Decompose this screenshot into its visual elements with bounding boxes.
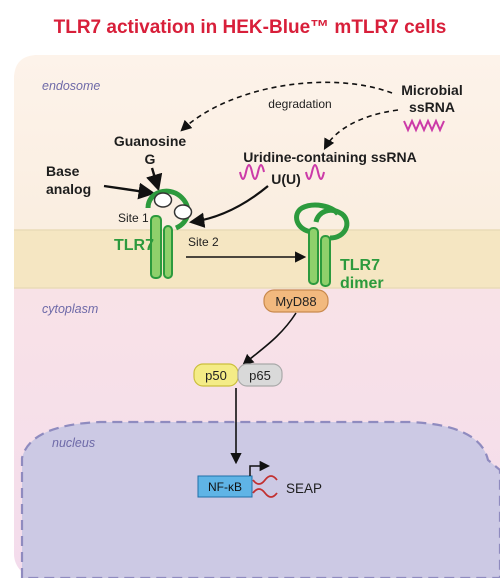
- nfkb-promoter: [197, 475, 253, 498]
- p65-node: [237, 363, 283, 387]
- dna-helix: [252, 475, 278, 498]
- endosome-region: [14, 55, 500, 284]
- dimer-horseshoe-2: [313, 207, 350, 241]
- region-label-cytoplasm: cytoplasm: [42, 302, 98, 316]
- uridine-ssrna-right-wave: [305, 164, 325, 180]
- site2-label: Site 2: [188, 235, 219, 249]
- site1-label: Site 1: [118, 211, 149, 225]
- site2-pocket: [173, 204, 193, 220]
- base-analog-label-line1: Base: [46, 163, 80, 179]
- region-label-endosome: endosome: [42, 79, 100, 93]
- uridine-arrow: [188, 185, 269, 228]
- nfkb-label: NF-κB: [208, 480, 242, 494]
- guanosine-symbol: G: [145, 151, 156, 167]
- myd88-label: MyD88: [275, 294, 316, 309]
- seap-label: SEAP: [286, 481, 322, 496]
- site1-pocket: [153, 192, 173, 208]
- microbial-label-line1: Microbial: [401, 82, 462, 98]
- base-analog-arrow: [103, 182, 156, 200]
- diagram-title: TLR7 activation in HEK-Blue™ mTLR7 cells: [54, 17, 447, 38]
- myd88-to-nfkb-arrow: [242, 312, 297, 366]
- tlr7-dimer-label-line2: dimer: [340, 275, 384, 292]
- cell: [14, 55, 500, 578]
- microbial-ssrna-wave: [403, 118, 445, 133]
- tlr7-dimer: [294, 202, 350, 287]
- dimer-stalk-2: [320, 235, 331, 287]
- dimer-stalk-1: [308, 227, 319, 285]
- tlr7-label: TLR7: [114, 237, 154, 254]
- transcription-start-arrow: [249, 460, 271, 476]
- microbial-label-line2: ssRNA: [409, 99, 455, 115]
- region-label-nucleus: nucleus: [52, 436, 95, 450]
- guanosine-label: Guanosine: [114, 133, 187, 149]
- tlr7-stalk: [150, 215, 162, 279]
- tlr7-horseshoe: [145, 188, 191, 231]
- guanosine-arrow: [146, 167, 163, 192]
- uridine-path-arrow: [323, 109, 399, 150]
- tlr7-monomer: [145, 188, 193, 279]
- endosome-membrane: [14, 230, 500, 288]
- p50-label: p50: [205, 368, 227, 383]
- uridine-ssrna-label: Uridine-containing ssRNA: [243, 149, 416, 165]
- myd88-node: [263, 289, 329, 313]
- nucleus-region: [20, 420, 500, 578]
- tlr7-stalk-inner: [163, 225, 173, 279]
- uridine-ssrna-left-wave: [239, 164, 265, 180]
- p65-label: p65: [249, 368, 271, 383]
- tlr7-dimer-label-line1: TLR7: [340, 257, 380, 274]
- uu-label: U(U): [271, 171, 301, 187]
- base-analog-label-line2: analog: [46, 181, 91, 197]
- degradation-arrow: [180, 81, 393, 132]
- degradation-label: degradation: [268, 97, 331, 111]
